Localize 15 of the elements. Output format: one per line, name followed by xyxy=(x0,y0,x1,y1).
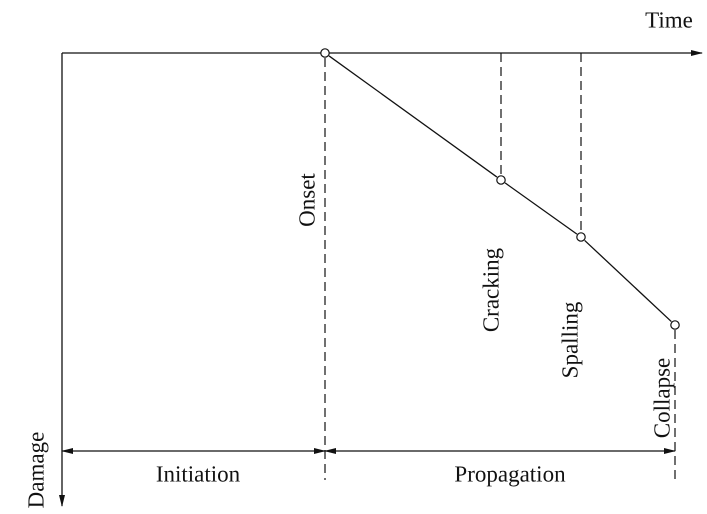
marker-circle xyxy=(576,232,586,242)
event-label: Spalling xyxy=(558,302,582,378)
phase-label: Propagation xyxy=(454,462,566,486)
event-label: Cracking xyxy=(480,248,502,332)
event-label: Onset xyxy=(296,173,318,227)
degradation-line xyxy=(504,182,578,235)
axis-title: Time xyxy=(645,8,693,32)
event-label: Collapse xyxy=(650,358,674,438)
marker-circle xyxy=(670,320,680,330)
marker-circle xyxy=(320,48,330,58)
marker-circle xyxy=(496,175,506,185)
axis-title: Damage xyxy=(24,432,48,508)
degradation-line xyxy=(328,55,498,178)
degradation-line xyxy=(584,240,672,322)
phase-label: Initiation xyxy=(156,462,240,486)
